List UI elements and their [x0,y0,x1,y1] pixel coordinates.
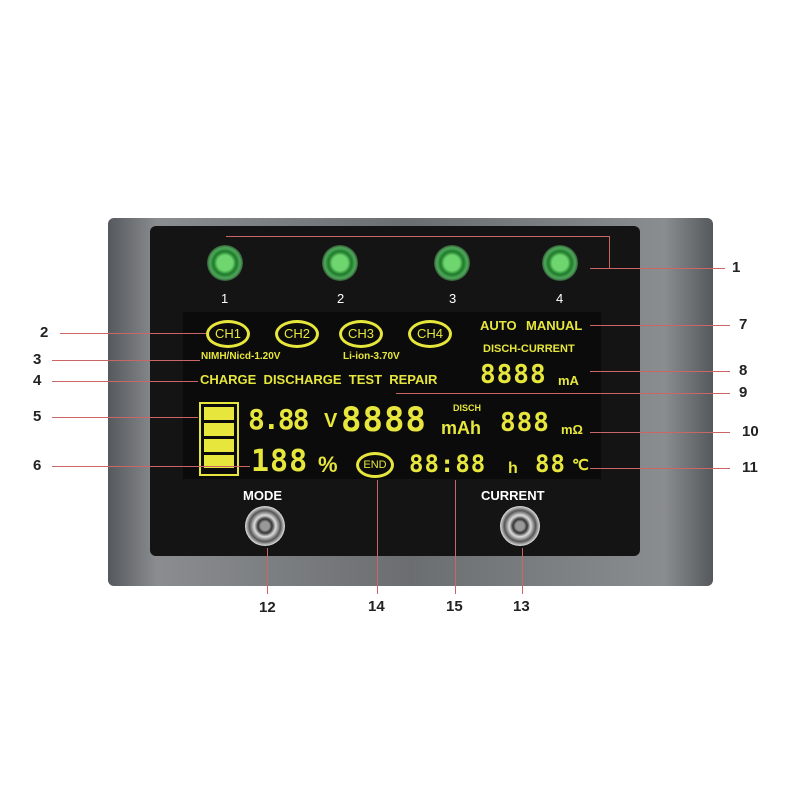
callout-11: 11 [742,459,758,476]
current-unit: mA [558,373,579,388]
end-indicator: END [356,452,394,478]
temp-unit: ℃ [572,457,589,474]
callout-line [267,548,268,594]
callout-1: 1 [732,259,741,276]
callout-13: 13 [513,598,530,615]
callout-10: 10 [742,423,759,440]
resistance-unit: mΩ [561,422,583,437]
disch-current-label: DISCH-CURRENT [483,343,575,355]
percent-readout: 188 [251,444,309,479]
led-1 [207,245,243,281]
disch-label: DISCH [453,403,482,413]
callout-2: 2 [40,324,49,341]
callout-line [522,548,523,594]
ch3-indicator: CH3 [339,320,383,348]
led-2 [322,245,358,281]
current-label: CURRENT [481,488,545,503]
time-unit: h [508,460,518,477]
capacity-unit: mAh [441,418,481,438]
auto-label: AUTO [480,318,517,333]
callout-5: 5 [33,408,42,425]
callout-line [52,360,200,361]
current-readout: 8888 [480,360,547,390]
resistance-readout: 888 [500,408,550,438]
led-label: 3 [449,291,457,306]
voltage-readout: 8.88 [248,403,309,436]
led-label: 1 [221,291,229,306]
callout-line [590,268,725,269]
current-button[interactable] [500,506,540,546]
percent-unit: % [318,452,338,477]
ch1-indicator: CH1 [206,320,250,348]
callout-line [60,333,206,334]
callout-line [455,480,456,594]
nimh-label: NIMH/Nicd-1.20V [201,351,281,362]
temp-readout: 88 [535,450,566,478]
callout-line [590,468,730,469]
mode-button[interactable] [245,506,285,546]
callout-7: 7 [739,316,748,333]
capacity-readout: 8888 [341,400,427,440]
callout-9: 9 [739,384,748,401]
manual-label: MANUAL [526,318,583,333]
mode-labels: CHARGE DISCHARGE TEST REPAIR [200,372,438,387]
led-label: 4 [556,291,564,306]
callout-line [377,480,378,594]
led-3 [434,245,470,281]
time-readout: 88:88 [409,450,487,478]
callout-line [590,325,730,326]
mode-label: MODE [243,488,282,503]
voltage-unit: V [324,410,338,432]
callout-line [226,236,609,237]
callout-line [52,381,198,382]
ch4-indicator: CH4 [408,320,452,348]
callout-line [590,432,730,433]
ch2-indicator: CH2 [275,320,319,348]
callout-14: 14 [368,598,385,615]
callout-15: 15 [446,598,463,615]
led-4 [542,245,578,281]
callout-4: 4 [33,372,42,389]
callout-line [590,371,730,372]
callout-6: 6 [33,457,42,474]
callout-3: 3 [33,351,42,368]
led-label: 2 [337,291,345,306]
battery-icon [199,402,239,476]
callout-8: 8 [739,362,748,379]
callout-line [52,417,198,418]
callout-line [52,466,250,467]
callout-line [396,393,730,394]
callout-line [609,236,610,268]
lcd-screen [183,312,601,479]
callout-12: 12 [259,599,276,616]
liion-label: Li-ion-3.70V [343,351,400,362]
